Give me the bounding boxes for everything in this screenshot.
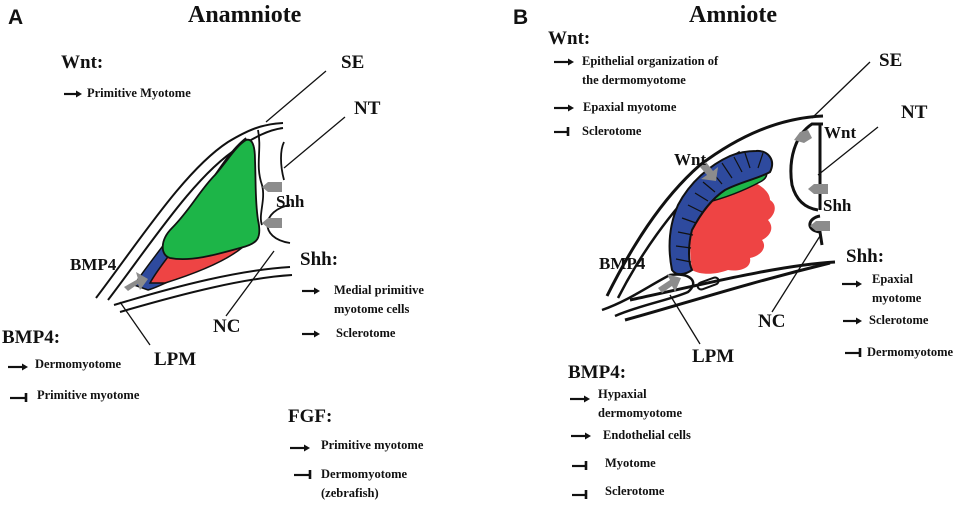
b-shh-arrow-1 <box>808 184 828 194</box>
b-legend-bmp4-heading: BMP4: <box>568 362 627 383</box>
b-legend-bmp4: BMP4: Hypaxial dermomyotome Endothelial … <box>568 362 691 501</box>
a-lpm-line-1 <box>113 266 291 306</box>
b-dermomyotome-blue <box>668 149 774 276</box>
a-myotome-green <box>161 138 261 261</box>
a-label-shh: Shh <box>276 192 305 211</box>
b-lpm-lower <box>624 261 831 322</box>
a-lpm-leader <box>119 301 151 346</box>
b-label-se: SE <box>879 50 903 71</box>
arrow-right-icon <box>840 311 869 330</box>
a-label-bmp4: BMP4 <box>70 255 117 274</box>
b-legend-shh: Shh: Epaxial myotome Sclerotome Dermomyo… <box>840 246 953 362</box>
arrow-right-icon <box>288 436 321 455</box>
b-notochord <box>808 214 824 246</box>
a-label-nc: NC <box>213 316 241 337</box>
b-label-shh: Shh <box>823 196 852 215</box>
b-lower-boundary <box>629 260 836 302</box>
a-label-se: SE <box>341 52 365 73</box>
panel-b-letter: B <box>513 6 529 29</box>
inhibit-bar-icon <box>548 122 582 141</box>
b-bmp4-arrow <box>658 274 681 293</box>
inhibit-bar-icon <box>840 343 867 362</box>
b-legend-wnt-item: Epithelial organization of the dermomyot… <box>548 52 718 90</box>
a-nc-leader <box>225 250 275 317</box>
a-legend-bmp4-item: Primitive myotome <box>2 386 139 405</box>
arrow-right-icon <box>548 52 582 71</box>
inhibit-bar-icon <box>568 454 605 473</box>
arrow-right-icon <box>2 355 35 374</box>
a-legend-bmp4-heading: BMP4: <box>2 327 61 348</box>
arrow-right-icon <box>300 281 334 300</box>
a-shh-arrow-2 <box>262 218 282 228</box>
a-legend-wnt-heading: Wnt: <box>61 52 104 73</box>
a-neural-tube <box>257 129 285 226</box>
a-legend-bmp4: BMP4: Dermomyotome Primitive myotome <box>2 327 139 405</box>
a-legend-shh-heading: Shh: <box>300 249 339 270</box>
arrow-right-icon <box>840 270 872 289</box>
b-wnt-arrow-se <box>700 162 718 181</box>
b-label-wnt-nt: Wnt <box>824 123 857 142</box>
b-legend-bmp4-item: Endothelial cells <box>568 426 691 445</box>
inhibit-bar-icon <box>2 386 37 405</box>
a-label-nt: NT <box>354 98 381 119</box>
a-nt-leader <box>283 116 346 169</box>
b-legend-wnt: Wnt: Epithelial organization of the derm… <box>548 28 718 141</box>
b-legend-bmp4-item: Myotome <box>568 454 691 473</box>
inhibit-bar-icon <box>288 465 321 484</box>
a-legend-fgf-item: Primitive myotome <box>288 436 423 455</box>
b-label-bmp4: BMP4 <box>599 254 646 273</box>
b-shh-arrow-2 <box>810 221 830 231</box>
inhibit-bar-icon <box>568 482 605 501</box>
b-surface-ectoderm <box>605 114 824 297</box>
b-legend-shh-item: Dermomyotome <box>840 343 953 362</box>
a-legend-shh: Shh: Medial primitive myotome cells Scle… <box>300 249 424 343</box>
b-legend-shh-item: Sclerotome <box>840 311 953 330</box>
panel-b-title: Amniote <box>689 2 777 28</box>
a-legend-fgf-item: Dermomyotome (zebrafish) <box>288 465 423 503</box>
b-legend-shh-item: Epaxial myotome <box>840 270 953 308</box>
a-legend-wnt-item: Primitive Myotome <box>61 84 191 103</box>
a-legend-bmp4-item: Dermomyotome <box>2 355 139 374</box>
b-lpm-leader <box>669 294 701 345</box>
a-legend-shh-item: Sclerotome <box>300 324 424 343</box>
b-blood-vessel <box>696 276 720 291</box>
b-wnt-arrow-nt <box>794 130 812 143</box>
a-legend-shh-item: Medial primitive myotome cells <box>300 281 424 319</box>
arrow-right-icon <box>300 324 336 343</box>
a-label-lpm: LPM <box>154 349 197 370</box>
arrow-right-icon <box>568 385 598 404</box>
b-label-wnt-se: Wnt <box>674 150 707 169</box>
b-legend-bmp4-item: Hypaxial dermomyotome <box>568 385 691 423</box>
a-legend-fgf: FGF: Primitive myotome Dermomyotome (zeb… <box>288 406 423 503</box>
a-surface-ectoderm-inner <box>107 127 284 301</box>
b-label-nt: NT <box>901 102 928 123</box>
b-legend-wnt-item: Epaxial myotome <box>548 98 718 117</box>
b-dermomyotome-segments <box>675 152 764 263</box>
b-nt-leader <box>817 126 879 176</box>
b-lpm-outer <box>601 273 695 318</box>
arrow-right-icon <box>61 84 87 103</box>
panel-a-schematic <box>95 70 346 346</box>
b-legend-wnt-heading: Wnt: <box>548 28 591 49</box>
panel-a-letter: A <box>8 6 24 29</box>
arrow-right-icon <box>568 426 603 445</box>
b-legend-wnt-item: Sclerotome <box>548 122 718 141</box>
panel-a-title: Anamniote <box>188 2 302 28</box>
b-legend-shh-heading: Shh: <box>846 246 885 267</box>
b-label-nc: NC <box>758 311 786 332</box>
a-legend-fgf-heading: FGF: <box>288 406 333 427</box>
b-label-lpm: LPM <box>692 346 735 367</box>
a-surface-ectoderm-outer <box>95 122 284 299</box>
b-nc-leader <box>771 235 821 313</box>
a-lpm-line-2 <box>119 274 293 313</box>
arrow-right-icon <box>548 98 583 117</box>
b-legend-bmp4-item: Sclerotome <box>568 482 691 501</box>
a-se-leader <box>265 70 327 123</box>
a-legend-wnt: Wnt: Primitive Myotome <box>61 52 191 103</box>
a-shh-arrow-1 <box>262 182 282 192</box>
b-se-leader <box>811 61 871 119</box>
a-bmp4-arrow <box>124 272 148 291</box>
